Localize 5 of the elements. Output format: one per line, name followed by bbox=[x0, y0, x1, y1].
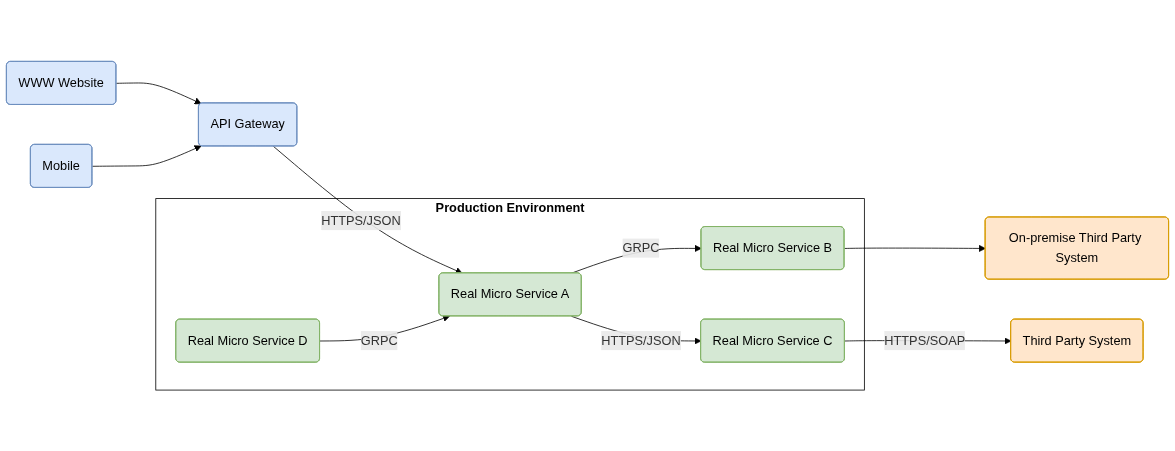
edge-label: GRPC bbox=[622, 240, 660, 255]
edge-label: HTTPS/SOAP bbox=[884, 333, 966, 347]
edge-label: HTTPS/JSON bbox=[321, 213, 401, 227]
edge-label: HTTPS/JSON bbox=[601, 333, 681, 347]
edge-label: GRPC bbox=[360, 333, 398, 347]
